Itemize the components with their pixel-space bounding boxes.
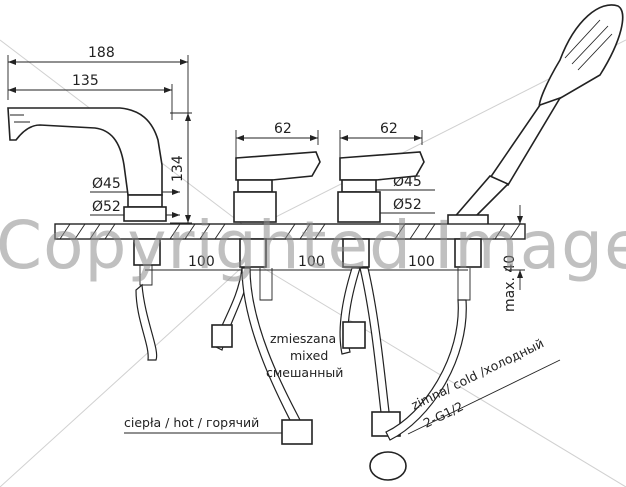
spacing-3-label: 100 [408, 254, 435, 270]
label-mixed-ru: смешанный [266, 365, 343, 380]
dim-d45-left: Ø45 [92, 176, 121, 192]
hoses [135, 267, 467, 481]
bath-spout [7, 107, 167, 222]
watermark-text: Copyrighted Image [0, 207, 626, 284]
mixer-right [337, 151, 425, 223]
dimension-135: 135 [8, 73, 173, 120]
diameter-dims-left: Ø45 Ø52 [90, 176, 180, 218]
dim-135-label: 135 [72, 73, 99, 89]
dim-134-label: 134 [170, 155, 186, 182]
label-hot: ciepła / hot / горячий [124, 415, 259, 430]
deck-surface [54, 223, 526, 240]
mixer-left [233, 151, 321, 223]
dim-62-right-label: 62 [380, 121, 398, 137]
label-cold: zimna/ cold /холодный [409, 335, 546, 412]
dimension-62-left: 62 [235, 121, 319, 160]
label-mixed-en: mixed [290, 348, 328, 363]
dim-d52-left: Ø52 [92, 199, 121, 215]
spacing-dims: 100 100 100 [145, 254, 468, 271]
dimension-134: 134 [170, 112, 192, 224]
dim-188-label: 188 [88, 45, 115, 61]
spacing-1-label: 100 [188, 254, 215, 270]
dim-max40-label: max. 40 [502, 255, 518, 312]
dim-62-left-label: 62 [274, 121, 292, 137]
hand-shower [447, 4, 624, 226]
under-deck-fittings [133, 238, 482, 301]
dimension-max40: max. 40 [502, 205, 525, 312]
spacing-2-label: 100 [298, 254, 325, 270]
dimension-62-right: 62 [339, 121, 423, 160]
dim-d52-right: Ø52 [393, 197, 422, 213]
label-mixed-pl: zmieszana [270, 331, 336, 346]
